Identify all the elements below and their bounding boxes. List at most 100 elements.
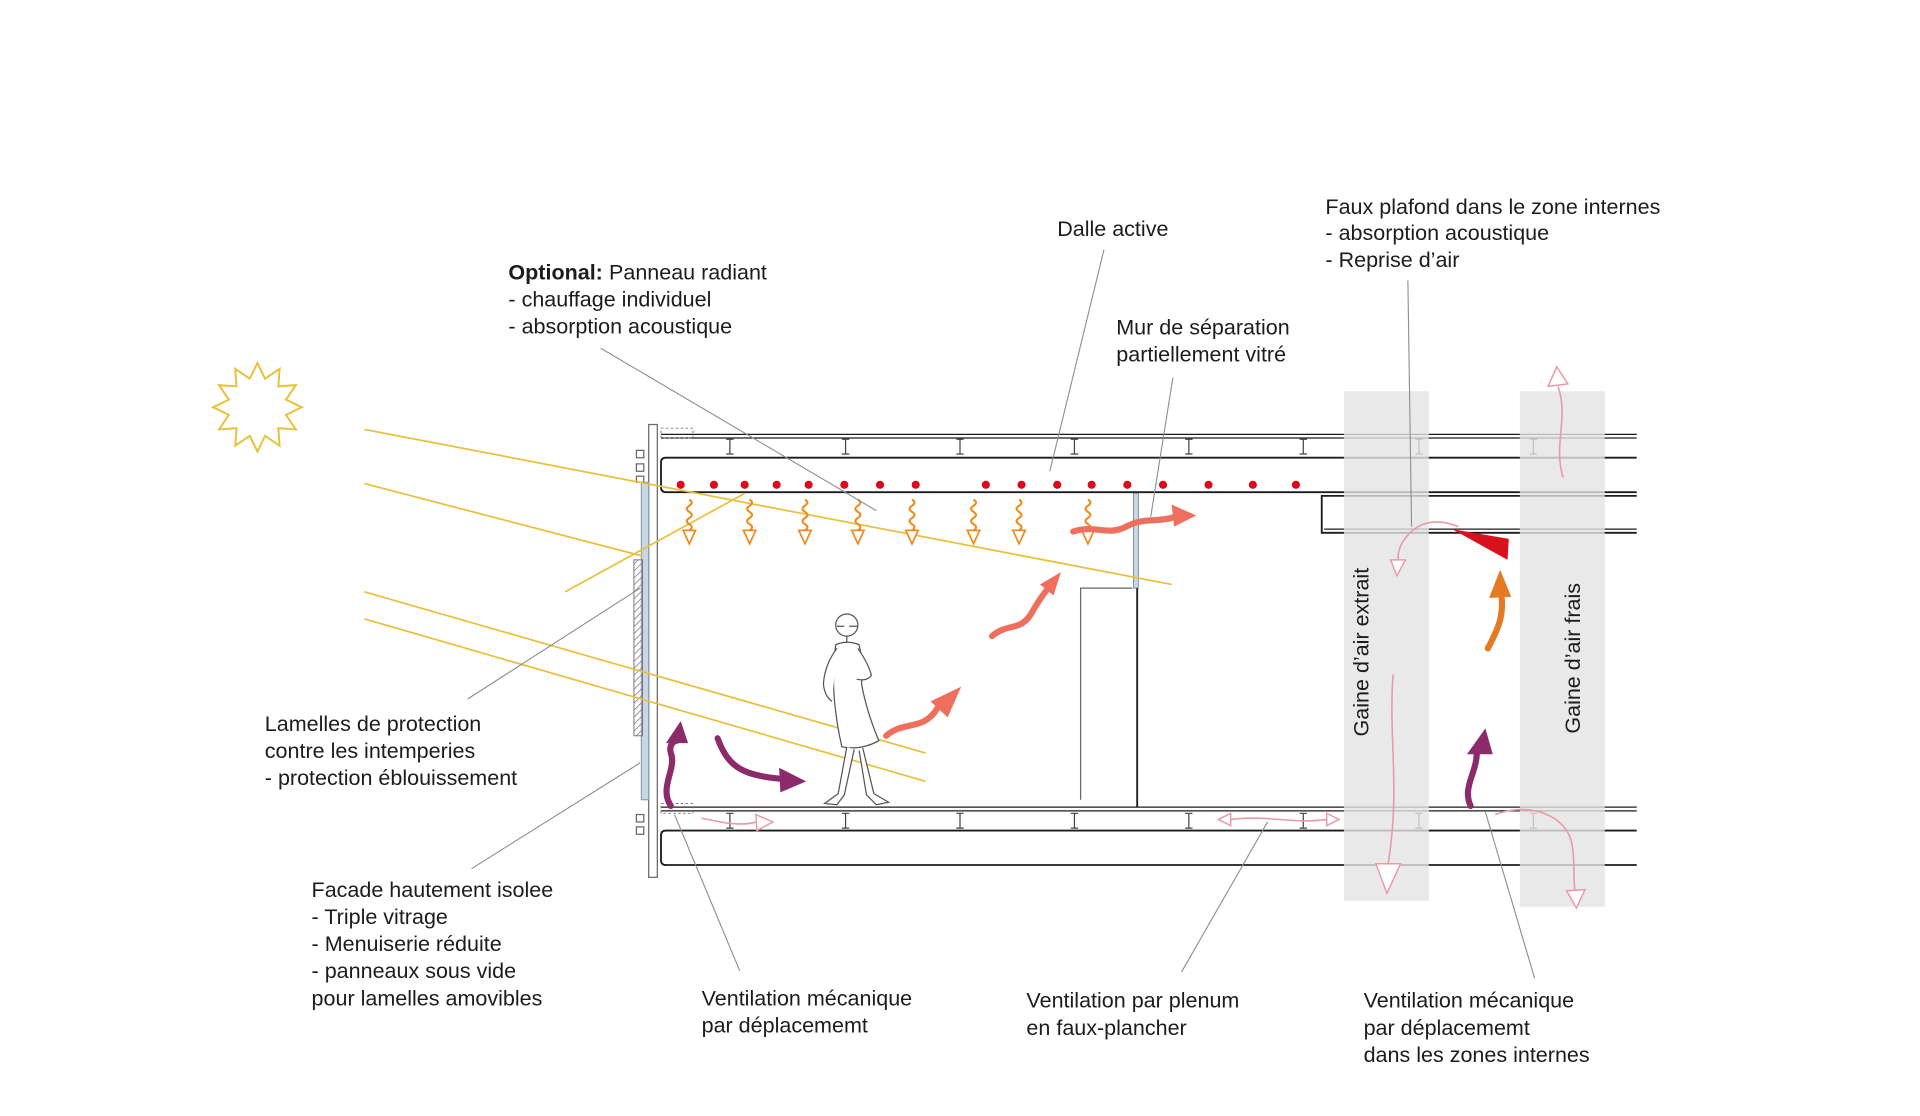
leader-faux-plafond [1407, 280, 1413, 527]
label-gaine-extrait: Gaine d’air extrait [1350, 568, 1374, 737]
separation-wall [1079, 492, 1139, 808]
floor-support-marker [726, 812, 734, 829]
label-ventilation-zones-internes-line: dans les zones internes [1364, 1043, 1590, 1067]
protection-lamellae [633, 559, 644, 737]
leader-ventilation-mecanique [674, 814, 741, 972]
heating-tube-dot [1123, 480, 1132, 489]
extract-air-duct [1343, 391, 1429, 901]
sun-rays [364, 428, 1172, 783]
label-panneau-radiant-line: - chauffage individuel [508, 287, 711, 311]
label-mur-separation-line: partiellement vitré [1116, 343, 1286, 367]
floor-support-marker [1070, 438, 1079, 455]
floor-support-marker [841, 438, 850, 455]
internal-supply-air-arrowhead [1466, 728, 1493, 755]
ceiling-air-arrowhead [1489, 569, 1512, 598]
air-transfer-arrow [1070, 513, 1179, 535]
heating-tube-dot [1204, 480, 1213, 489]
label-dalle-active: Dalle active [1057, 217, 1168, 241]
label-lamelles-line: contre les intemperies [265, 739, 475, 763]
label-ventilation-mecanique-line: par déplacememt [702, 1013, 868, 1037]
label-lamelles: Lamelles de protection [265, 712, 481, 736]
label-faux-plafond-line: - Reprise d’air [1325, 248, 1459, 272]
person-dress [832, 641, 880, 749]
radiant-heat-arrowhead [1011, 529, 1027, 546]
fresh-duct-return-flow-arrowhead [1565, 888, 1587, 910]
label-facade-line: - Triple vitrage [312, 905, 448, 929]
ceiling-air-arrow [1484, 592, 1506, 652]
heating-tube-dot [740, 480, 749, 489]
heating-tube-dot [676, 480, 685, 489]
radiant-heat-arrow [854, 498, 862, 532]
heating-tube-dot [1248, 480, 1257, 489]
plenum-flow-arrowhead-right [1325, 812, 1341, 827]
person-left-arm [822, 648, 838, 702]
labels: Dalle active Faux plafond dans le zone i… [265, 195, 1661, 1067]
supply-air-arrowhead [665, 721, 689, 744]
label-facade-line: - panneaux sous vide [312, 959, 517, 983]
leader-ventilation-zones-internes [1484, 811, 1536, 979]
label-ventilation-mecanique: Ventilation mécanique [702, 986, 913, 1010]
label-panneau-radiant-title: Optional:Panneau radiant [508, 260, 767, 284]
leader-panneau-radiant [600, 347, 877, 512]
plenum-flow [1230, 817, 1327, 822]
floor-support-marker [841, 812, 850, 829]
radiant-heat-arrowhead [966, 529, 982, 546]
floor-support-marker [726, 438, 734, 455]
air-diffuser [1452, 529, 1509, 560]
person-head [835, 613, 859, 637]
rising-air-arrowhead [1039, 572, 1061, 596]
floor-support-marker [1299, 438, 1307, 455]
leader-dalle-active [1049, 249, 1105, 472]
label-ventilation-zones-internes: Ventilation mécanique [1364, 989, 1575, 1013]
facade-bracket [635, 449, 645, 459]
radiant-heat-arrowhead [850, 529, 866, 546]
heating-tube-dot [1017, 480, 1026, 489]
raised-floor-flow [701, 817, 758, 825]
heating-tube-dot [1087, 480, 1096, 489]
heating-tube-dot [875, 480, 885, 489]
leader-mur-separation [1150, 377, 1174, 517]
label-faux-plafond-title: Faux plafond dans le zone internes [1325, 195, 1660, 219]
heating-tube-dot [772, 480, 781, 489]
floor-support-marker [956, 812, 964, 829]
supply-air-arrow [663, 737, 681, 810]
radiant-heat-arrows [681, 498, 1096, 546]
label-facade: Facade hautement isolee [312, 878, 554, 902]
person-figure [822, 613, 891, 806]
label-mur-separation: Mur de séparation [1116, 316, 1289, 340]
label-panneau-radiant-line: - absorption acoustique [508, 314, 732, 338]
person-left-leg [822, 746, 855, 806]
leader-lamelles [467, 587, 641, 700]
radiant-heat-arrow [801, 498, 809, 532]
body-heat-air-arrow [883, 704, 941, 739]
displacement-air-arrowhead [779, 767, 807, 793]
displacement-air-arrow [714, 735, 785, 782]
sun-ray [364, 591, 926, 754]
raised-floor-flow-arrowhead [754, 813, 775, 832]
wall-glazing [1132, 492, 1139, 589]
heating-tube-dot [1158, 480, 1168, 489]
air-transfer-arrowhead [1171, 504, 1197, 527]
leader-ventilation-plenum [1180, 821, 1269, 973]
upper-ruler-detail [660, 427, 694, 439]
sun-ray [364, 428, 1172, 586]
sun-ray [364, 618, 926, 783]
facade-bracket [635, 826, 645, 835]
plenum-flow-arrowhead-left [1216, 812, 1232, 827]
heating-tube-dot [981, 480, 990, 489]
lower-ruler-detail [660, 802, 694, 814]
radiant-heat-arrowhead [904, 529, 920, 546]
radiant-heat-arrow [685, 498, 693, 532]
heating-tube-dot [709, 480, 718, 489]
fresh-duct-flow [1557, 386, 1564, 478]
radiant-heat-arrow [1015, 498, 1023, 532]
radiant-heat-arrowhead [797, 529, 813, 546]
label-panneau-radiant: Panneau radiant [609, 260, 767, 284]
air-flow-arrows [663, 365, 1587, 910]
floor-support-marker [1185, 438, 1193, 455]
floor-support-marker [956, 438, 964, 455]
label-gaine-frais: Gaine d’air frais [1561, 583, 1585, 734]
extract-duct-flow [1387, 674, 1395, 864]
upper-slab [660, 427, 1637, 494]
